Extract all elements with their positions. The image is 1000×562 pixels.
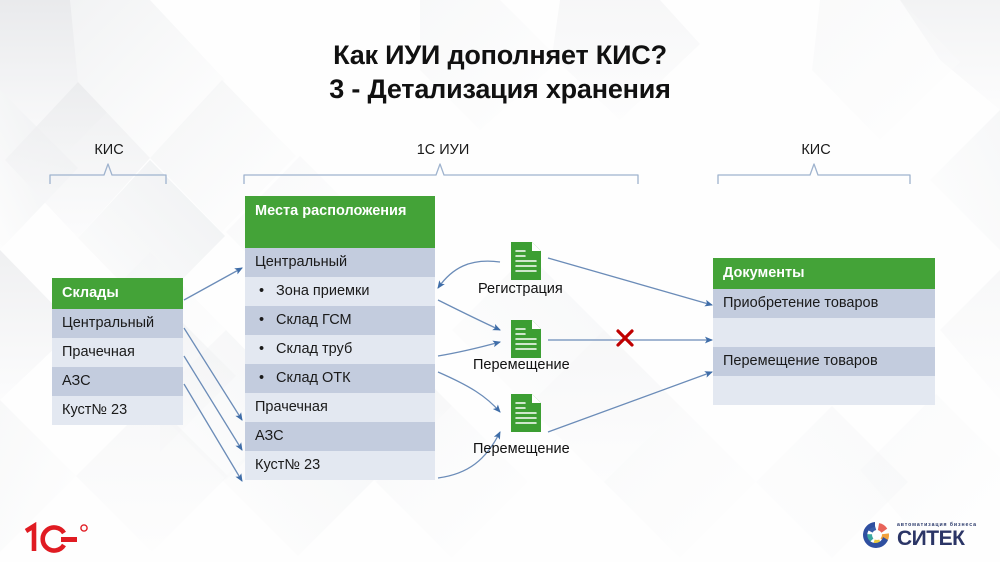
bullet-icon: • — [259, 341, 265, 357]
cell-text: АЗС — [255, 428, 284, 444]
cell-text: Зона приемки — [276, 283, 370, 299]
title-line-2: 3 - Детализация хранения — [329, 74, 671, 104]
bullet-icon: • — [259, 312, 265, 328]
cell-text: Центральный — [255, 254, 348, 270]
table-warehouses: Склады Центральный Прачечная АЗС Куст№ 2… — [52, 278, 183, 425]
bracket-right — [717, 163, 911, 184]
table-row[interactable]: Куст№ 23 — [245, 451, 435, 480]
cell-text: Центральный — [62, 315, 155, 331]
cell-text: АЗС — [62, 373, 91, 389]
table-row[interactable] — [713, 376, 935, 405]
cell-text: Прачечная — [62, 344, 135, 360]
bullet-icon: • — [259, 370, 265, 386]
page-title: Как ИУИ дополняет КИС? 3 - Детализация х… — [0, 38, 1000, 106]
document-icon[interactable] — [511, 242, 541, 280]
document-flow-label: Регистрация — [478, 281, 563, 297]
table-row[interactable]: Прачечная — [52, 338, 183, 367]
title-line-1: Как ИУИ дополняет КИС? — [333, 40, 667, 70]
table-row[interactable]: АЗС — [245, 422, 435, 451]
table-documents: Документы Приобретение товаров Перемещен… — [713, 258, 935, 405]
cell-text: Прачечная — [255, 399, 328, 415]
table-row[interactable]: • Склад труб — [245, 335, 435, 364]
group-label-middle: 1С ИУИ — [416, 142, 470, 158]
document-flow-label: Перемещение — [473, 357, 570, 373]
table-row[interactable]: • Зона приемки — [245, 277, 435, 306]
sitek-name: СИТЕК — [897, 526, 965, 550]
group-label-left: КИС — [94, 142, 124, 158]
table-row[interactable]: АЗС — [52, 367, 183, 396]
bracket-left — [49, 163, 167, 184]
table-row[interactable]: Куст№ 23 — [52, 396, 183, 425]
cell-text: Склад ГСМ — [276, 312, 352, 328]
header-text: Места расположения — [255, 203, 407, 219]
blocked-marker-lines — [616, 329, 634, 347]
cell-text: Приобретение товаров — [723, 295, 879, 311]
table-row[interactable]: Перемещение товаров — [713, 347, 935, 376]
table-row[interactable]: Центральный — [52, 309, 183, 338]
document-icon[interactable] — [511, 394, 541, 432]
cell-text: Куст№ 23 — [62, 402, 128, 418]
sitek-swirl-icon — [863, 522, 889, 548]
group-label-right: КИС — [801, 142, 831, 158]
cell-text: Перемещение товаров — [723, 353, 878, 369]
table-row[interactable]: • Склад ОТК — [245, 364, 435, 393]
table-row[interactable]: • Склад ГСМ — [245, 306, 435, 335]
cell-text: Склад ОТК — [276, 370, 351, 386]
bracket-middle — [243, 163, 639, 184]
cell-text: Куст№ 23 — [255, 457, 321, 473]
logo-sitek: автоматизация бизнеса СИТЕК — [862, 520, 977, 550]
table-locations-header: Места расположения — [245, 196, 435, 248]
table-row[interactable] — [713, 318, 935, 347]
table-warehouses-header: Склады — [52, 278, 183, 309]
table-row[interactable]: Центральный — [245, 248, 435, 277]
cell-text: Склад труб — [276, 341, 353, 357]
table-row[interactable]: Прачечная — [245, 393, 435, 422]
document-icon[interactable] — [511, 320, 541, 358]
document-flow-label: Перемещение — [473, 441, 570, 457]
table-documents-header: Документы — [713, 258, 935, 289]
table-locations: Места расположения Центральный • Зона при… — [245, 196, 435, 480]
table-row[interactable]: Приобретение товаров — [713, 289, 935, 318]
logo-1c — [24, 522, 88, 553]
bullet-icon: • — [259, 283, 265, 299]
